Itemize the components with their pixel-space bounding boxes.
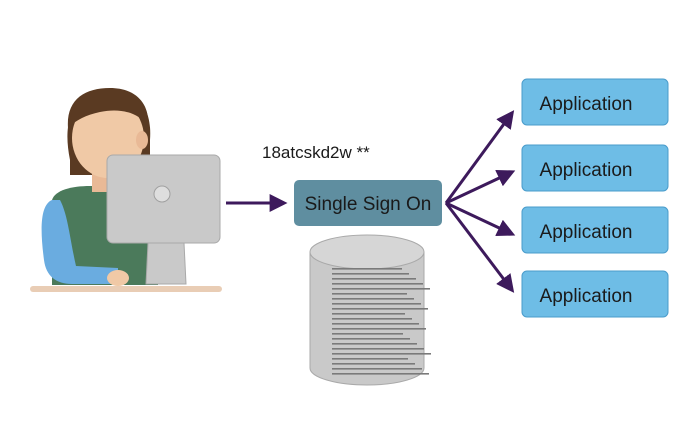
database-text-line (332, 368, 422, 370)
database-text-line (332, 278, 416, 280)
database-text-line (332, 338, 410, 340)
database-text-line (332, 313, 405, 315)
person-hand (107, 270, 129, 286)
password-text: 18atcskd2w ** (262, 143, 370, 162)
application-node: Application (521, 78, 669, 126)
database-text-line (332, 273, 409, 275)
sso-label: Single Sign On (305, 194, 432, 215)
sso-box (294, 180, 442, 226)
database-top (309, 234, 425, 270)
desk-surface (30, 286, 222, 292)
sso-to-app-arrow-2 (445, 169, 516, 205)
monitor-stand (145, 242, 187, 285)
monitor-logo-icon (153, 185, 171, 203)
application-box (521, 78, 669, 126)
database-text-line (332, 283, 423, 285)
application-label: Application (540, 160, 633, 181)
database-text-line (332, 358, 408, 360)
person-sleeve (41, 200, 118, 284)
person-ear (136, 131, 148, 149)
database-text-lines (332, 268, 431, 375)
database-text-line (332, 298, 414, 300)
application-node: Application (521, 270, 669, 318)
database-text-line (332, 328, 426, 330)
application-label: Application (540, 286, 633, 307)
sso-to-app-arrow-4 (444, 202, 515, 293)
user-at-computer-illustration (30, 88, 222, 292)
database-text-line (332, 303, 421, 305)
application-node: Application (521, 144, 669, 192)
application-label: Application (540, 222, 633, 243)
application-box (521, 206, 669, 254)
application-node: Application (521, 206, 669, 254)
application-box (521, 144, 669, 192)
database-text-line (332, 343, 417, 345)
database-text-line (332, 353, 431, 355)
database-text-line (332, 318, 412, 320)
person-hair-bangs (67, 88, 149, 128)
database-text-line (332, 348, 424, 350)
sso-to-app-arrow-3 (445, 201, 516, 237)
sso-to-application-arrows (444, 110, 516, 293)
database-text-line (332, 333, 403, 335)
database-text-line (332, 373, 429, 375)
database-text-line (332, 323, 419, 325)
sso-node: Single Sign On (294, 180, 442, 226)
database-text-line (332, 363, 415, 365)
application-label: Application (540, 94, 633, 115)
application-box (521, 270, 669, 318)
database-text-line (332, 308, 428, 310)
sso-to-app-arrow-1 (444, 110, 515, 204)
database-text-line (332, 268, 402, 270)
database-cylinder-icon (309, 234, 431, 386)
database-text-line (332, 288, 430, 290)
database-text-line (332, 293, 407, 295)
